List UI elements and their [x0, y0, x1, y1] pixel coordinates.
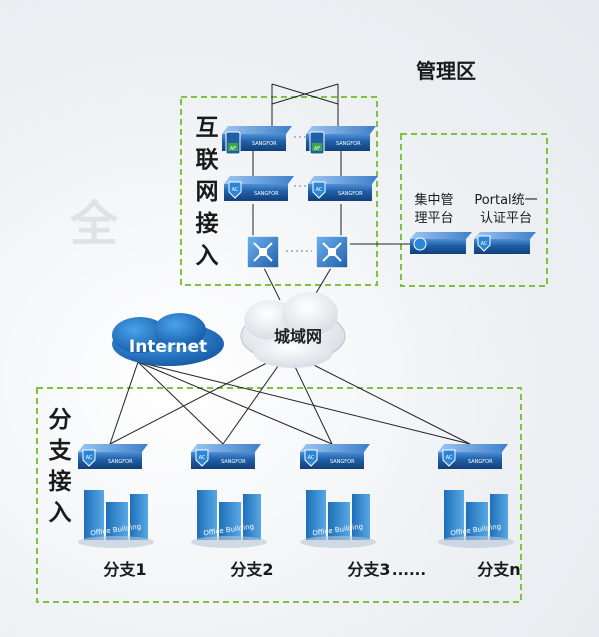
brand-label: SANGFOR — [338, 191, 363, 197]
branch-ellipsis: ...... — [392, 561, 426, 579]
brand-label: SANGFOR — [221, 459, 246, 465]
redundancy-dots — [286, 136, 312, 252]
branch-site: SANGFOR AC Office Building 分支1 — [78, 444, 154, 579]
management-zone — [400, 133, 548, 287]
brand-label: SANGFOR — [336, 141, 361, 147]
office-building-icon: Office Building — [191, 490, 267, 548]
branch-label: 分支1 — [103, 560, 146, 579]
watermark-text: 全 — [69, 196, 119, 252]
branch-site: SANGFOR AC Office Building 分支2 — [191, 444, 274, 579]
portal-label-line2: 认证平台 — [480, 211, 532, 226]
ac-label: AC — [86, 455, 93, 461]
internet-cloud: Internet — [112, 313, 224, 366]
office-building-icon: Office Building — [438, 490, 514, 548]
metro-network-cloud: 城域网 — [240, 292, 346, 368]
branch-ac-device: SANGFOR AC — [191, 444, 261, 469]
branch-ac-device: SANGFOR AC — [78, 444, 148, 469]
branch-ac-device: SANGFOR AC — [438, 444, 508, 469]
branch-ac-device: SANGFOR AC — [300, 444, 370, 469]
branch-label: 分支2 — [230, 560, 273, 579]
branch-label: 分支3 — [347, 560, 390, 579]
af-firewall-left: SANGFOR AF — [222, 126, 292, 155]
shield-icon — [442, 449, 456, 467]
shield-icon — [312, 181, 326, 199]
brand-label: SANGFOR — [468, 459, 493, 465]
branch-site: SANGFOR AC Office Building 分支3 — [300, 444, 391, 579]
brand-label: SANGFOR — [108, 459, 133, 465]
metro-label: 城域网 — [274, 327, 322, 346]
ac-label: AC — [316, 187, 323, 193]
core-switch-left — [246, 235, 280, 269]
ac-label: AC — [481, 241, 488, 247]
central-mgmt-label-line2: 理平台 — [414, 211, 453, 226]
shield-icon — [82, 449, 96, 467]
ac-controller-left: SANGFOR AC — [224, 176, 294, 201]
shield-icon — [304, 449, 318, 467]
shield-icon — [228, 181, 242, 199]
ac-controller-right: SANGFOR AC — [308, 176, 378, 201]
brand-label: SANGFOR — [252, 141, 277, 147]
branch-site: SANGFOR AC Office Building 分支n — [438, 444, 521, 579]
branch-sites: SANGFOR AC Office Building 分支1 SANGFOR AC Offi… — [78, 444, 521, 579]
af-label: AF — [230, 146, 236, 152]
management-zone-label: 管理区 — [416, 59, 476, 83]
office-building-icon: Office Building — [300, 490, 376, 548]
af-firewall-right: SANGFOR AF — [306, 126, 376, 155]
branch-label: 分支n — [477, 560, 520, 579]
ac-label: AC — [232, 187, 239, 193]
portal-label-line1: Portal统一 — [474, 193, 537, 208]
portal-auth-device: AC — [474, 232, 536, 254]
shield-icon — [477, 235, 491, 252]
core-switch-right — [315, 235, 349, 269]
central-mgmt-label-line1: 集中管 — [414, 192, 453, 208]
brand-label: SANGFOR — [330, 459, 355, 465]
af-label: AF — [314, 146, 320, 152]
branch-access-label: 分支接入 — [48, 407, 73, 526]
central-management-device — [410, 232, 472, 254]
internet-label: Internet — [129, 337, 207, 357]
network-links — [109, 83, 471, 445]
internet-access-label: 互联网接入 — [196, 115, 219, 269]
office-building-icon: Office Building — [78, 490, 154, 548]
branch-access-zone — [36, 387, 522, 603]
internet-access-zone — [180, 96, 378, 286]
ac-label: AC — [308, 455, 315, 461]
shield-icon — [195, 449, 209, 467]
ac-label: AC — [446, 455, 453, 461]
management-icon — [413, 237, 427, 251]
brand-label: SANGFOR — [254, 191, 279, 197]
ac-label: AC — [199, 455, 206, 461]
